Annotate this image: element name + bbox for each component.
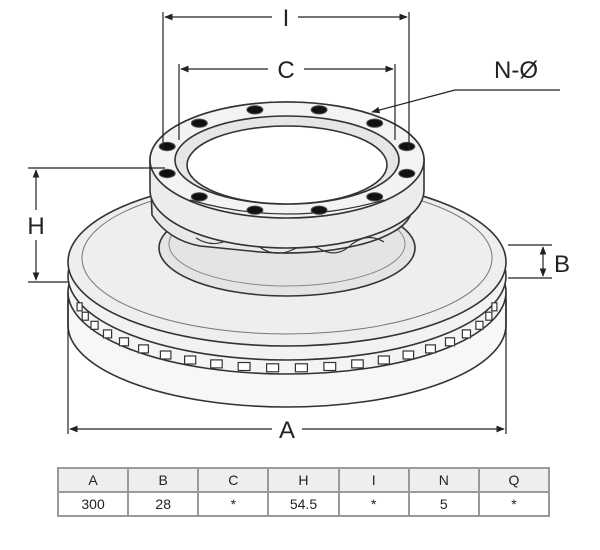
spec-header-cell: H [267, 467, 340, 493]
vent-vane [294, 363, 308, 373]
spec-header-cell: A [56, 467, 130, 493]
vent-vane [210, 359, 223, 369]
dimension-lines [28, 12, 560, 434]
vent-vane [159, 350, 172, 360]
vent-vane [76, 302, 83, 312]
dim-label-c: C [277, 57, 294, 84]
brake-disc-drawing: I C N-Ø H B A [27, 5, 570, 444]
bolt-hole [366, 118, 384, 128]
spec-value-cell: 300 [56, 491, 130, 517]
vent-vane [323, 361, 337, 372]
vent-vane [81, 311, 89, 321]
bolt-hole [310, 205, 328, 215]
bolt-hole [246, 105, 264, 115]
vent-vane [351, 359, 364, 369]
spec-value-cell: 5 [407, 491, 480, 517]
spec-header-cell: Q [477, 467, 551, 493]
bolt-hole [158, 168, 176, 179]
bolt-hole [246, 205, 264, 215]
bolt-hole [190, 192, 208, 202]
vent-vane [485, 311, 493, 321]
dim-label-b: B [554, 251, 570, 278]
spec-header-cell: C [197, 467, 270, 493]
bolt-hole [158, 141, 176, 152]
bolt-hole [366, 192, 384, 202]
dim-label-h: H [27, 213, 44, 240]
bolt-holes [158, 105, 416, 215]
vent-vane [444, 337, 456, 347]
spec-header-cell: N [407, 467, 480, 493]
vent-vane [237, 361, 251, 372]
spec-table-value-row: 300 28 * 54.5 * 5 * [56, 491, 551, 517]
bolt-hole [398, 141, 416, 152]
vent-vane [138, 344, 150, 354]
spec-value-cell: * [477, 491, 551, 517]
spec-value-cell: * [197, 491, 270, 517]
vent-vane [266, 363, 280, 373]
dim-label-n: N-Ø [494, 57, 538, 84]
ventilation-vanes [76, 302, 498, 373]
vent-vane [425, 344, 437, 354]
vent-vane [184, 355, 197, 365]
spec-table-header-row: A B C H I N Q [56, 467, 551, 493]
spec-header-cell: B [127, 467, 200, 493]
spec-value-cell: * [337, 491, 410, 517]
bolt-hole [190, 118, 208, 128]
dim-label-a: A [279, 417, 295, 444]
spec-value-cell: 28 [127, 491, 200, 517]
vent-vane [90, 320, 99, 330]
bolt-hole [398, 168, 416, 179]
vent-vane [491, 302, 498, 312]
spec-value-cell: 54.5 [267, 491, 340, 517]
spec-header-cell: I [337, 467, 410, 493]
vent-vane [377, 355, 390, 365]
bolt-hole [310, 105, 328, 115]
spec-table: A B C H I N Q 300 28 * 54.5 * 5 * [56, 467, 551, 517]
vent-vane [102, 329, 113, 339]
disc-hub [149, 101, 426, 254]
vent-vane [461, 329, 472, 339]
vent-vane [402, 350, 415, 360]
vent-vane [118, 337, 130, 347]
dim-label-i: I [283, 5, 290, 32]
vent-vane [475, 320, 484, 330]
